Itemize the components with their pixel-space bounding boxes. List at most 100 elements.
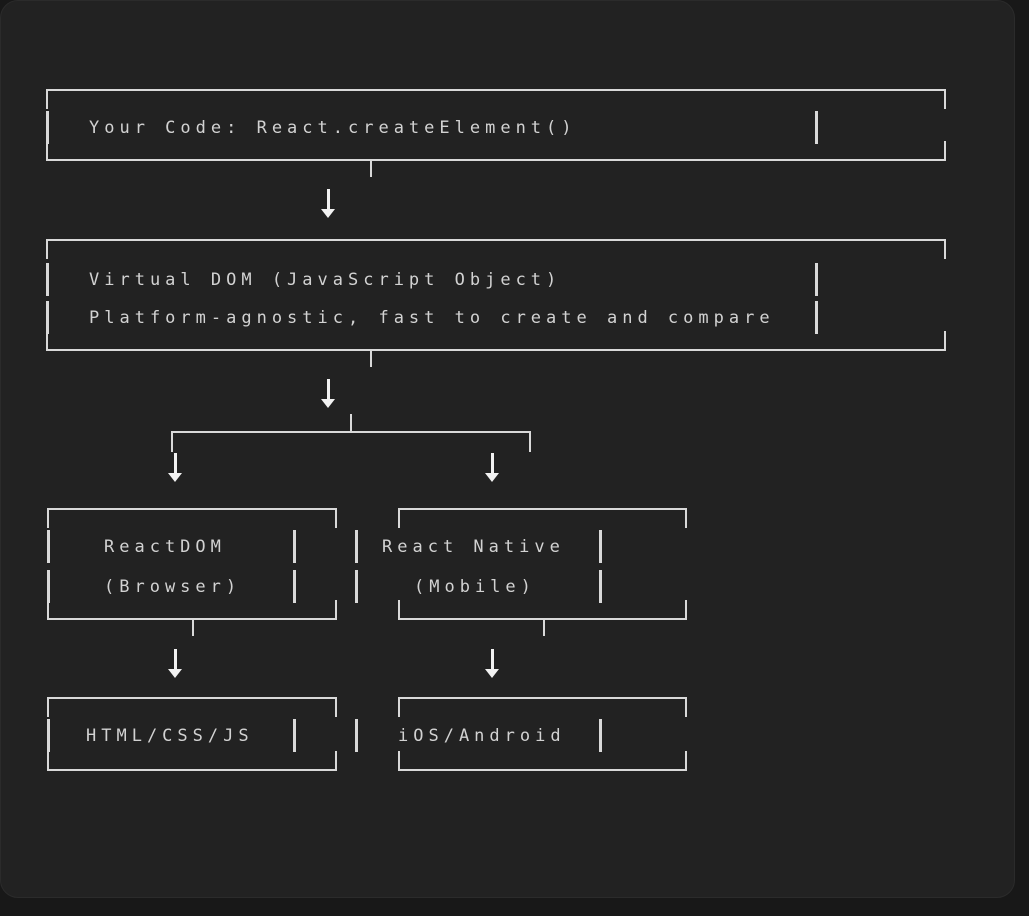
arrow-down-icon — [167, 453, 183, 482]
box-edge-bottom — [47, 769, 337, 771]
box-edge-top — [46, 89, 946, 91]
node-sublabel: (Mobile) — [414, 577, 536, 597]
branch-crossbar — [171, 431, 531, 433]
box-corner — [685, 697, 687, 717]
arrow-head — [168, 473, 182, 482]
pipe-glyph — [355, 719, 358, 752]
terminal-panel: Your Code: React.createElement() — [0, 0, 1015, 898]
arrow-head — [485, 473, 499, 482]
connector-virtual-dom-branch — [1, 1, 1014, 897]
arrow-down-icon — [484, 453, 500, 482]
node-ios-android: iOS/Android — [1, 1, 1014, 897]
pipe-glyph — [355, 530, 358, 563]
box-edge-bottom — [46, 159, 946, 161]
box-corner — [335, 697, 337, 717]
box-edge-top — [46, 239, 946, 241]
connector-react-dom-to-html — [1, 1, 1014, 897]
box-corner — [944, 239, 946, 259]
box-edge-bottom — [47, 618, 337, 620]
pipe-glyph — [46, 263, 49, 296]
box-corner — [944, 141, 946, 159]
arrow-shaft — [173, 453, 177, 473]
pipe-glyph — [355, 570, 358, 603]
box-edge-bottom — [398, 769, 687, 771]
box-corner — [335, 751, 337, 769]
node-label: Virtual DOM (JavaScript Object) — [89, 270, 562, 290]
pipe-glyph — [815, 263, 818, 296]
box-corner — [685, 508, 687, 528]
pipe-glyph — [293, 719, 296, 752]
box-edge-top — [398, 697, 687, 699]
pipe-glyph — [47, 570, 50, 603]
connector-tick — [543, 620, 545, 636]
branch-stem — [350, 414, 352, 431]
pipe-glyph — [815, 301, 818, 334]
node-label: HTML/CSS/JS — [86, 726, 254, 746]
box-corner — [398, 600, 400, 618]
node-label: iOS/Android — [398, 726, 566, 746]
arrow-down-icon — [320, 379, 336, 408]
node-react-dom: ReactDOM (Browser) — [1, 1, 1014, 897]
node-label: ReactDOM — [104, 537, 226, 557]
box-corner — [398, 508, 400, 528]
box-edge-top — [47, 508, 337, 510]
box-corner — [944, 331, 946, 349]
connector-react-native-to-ios — [1, 1, 1014, 897]
box-corner — [685, 751, 687, 769]
arrow-shaft — [326, 379, 330, 399]
node-label: Your Code: React.createElement() — [89, 118, 577, 138]
arrow-head — [168, 669, 182, 678]
node-html-css-js: HTML/CSS/JS — [1, 1, 1014, 897]
box-corner — [47, 508, 49, 528]
divider-pipes — [1, 1, 1014, 897]
node-your-code: Your Code: React.createElement() — [1, 1, 1014, 897]
box-corner — [47, 600, 49, 618]
box-corner — [398, 697, 400, 717]
box-corner — [46, 89, 48, 109]
box-edge-top — [47, 697, 337, 699]
arrow-head — [321, 209, 335, 218]
box-corner — [944, 89, 946, 109]
arrow-down-icon — [320, 189, 336, 218]
arrow-shaft — [490, 453, 494, 473]
arrow-head — [485, 669, 499, 678]
box-corner — [398, 751, 400, 769]
box-corner — [47, 751, 49, 769]
box-corner — [47, 697, 49, 717]
box-corner — [685, 600, 687, 618]
arrow-down-icon — [484, 649, 500, 678]
pipe-glyph — [815, 111, 818, 144]
box-edge-bottom — [398, 618, 687, 620]
pipe-glyph — [46, 111, 49, 144]
box-edge-bottom — [46, 349, 946, 351]
box-edge-top — [398, 508, 687, 510]
branch-drop-right — [529, 431, 531, 452]
pipe-glyph — [293, 570, 296, 603]
connector-your-code-to-virtual-dom — [1, 1, 1014, 897]
pipe-glyph — [47, 719, 50, 752]
box-corner — [335, 508, 337, 528]
pipe-glyph — [46, 301, 49, 334]
ascii-flow-diagram: Your Code: React.createElement() — [1, 1, 1014, 897]
box-corner — [46, 239, 48, 259]
connector-tick — [370, 161, 372, 177]
arrow-shaft — [173, 649, 177, 669]
pipe-glyph — [599, 570, 602, 603]
connector-tick — [370, 351, 372, 367]
node-react-native: React Native (Mobile) — [1, 1, 1014, 897]
node-sublabel: (Browser) — [104, 577, 242, 597]
connector-tick — [192, 620, 194, 636]
box-corner — [46, 141, 48, 159]
arrow-head — [321, 399, 335, 408]
arrow-shaft — [490, 649, 494, 669]
node-virtual-dom: Virtual DOM (JavaScript Object) Platform… — [1, 1, 1014, 897]
pipe-glyph — [47, 530, 50, 563]
node-sublabel: Platform-agnostic, fast to create and co… — [89, 308, 775, 328]
box-corner — [46, 331, 48, 349]
node-label: React Native — [382, 537, 565, 557]
branch-drop-left — [171, 431, 173, 452]
arrow-shaft — [326, 189, 330, 209]
pipe-glyph — [599, 719, 602, 752]
pipe-glyph — [599, 530, 602, 563]
